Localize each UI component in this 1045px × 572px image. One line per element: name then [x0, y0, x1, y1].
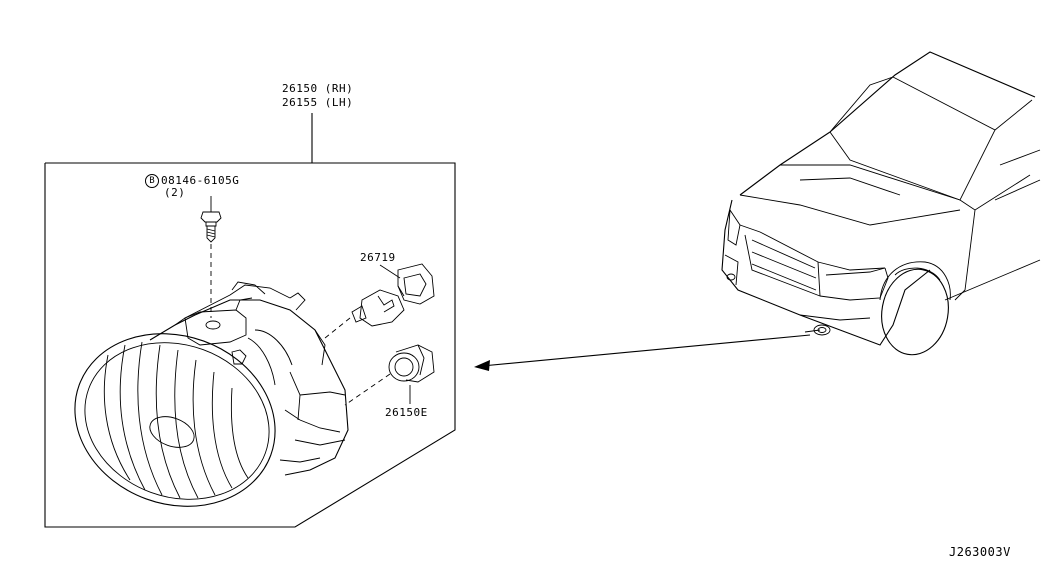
vehicle-illustration — [721, 51, 1041, 356]
callout-frame — [44, 113, 456, 528]
socket-part — [344, 344, 435, 406]
bolt-part — [200, 196, 222, 318]
assembly-rh-label: 26150 (RH) — [282, 82, 354, 95]
fog-lamp-assembly — [74, 281, 349, 507]
bulb-part — [324, 263, 435, 339]
bolt-symbol-badge: B — [145, 174, 159, 188]
bolt-code-label: 08146-6105G — [161, 174, 240, 187]
pointer-arrow — [474, 329, 821, 371]
bolt-qty-label: (2) — [164, 186, 186, 199]
bulb-label: 26719 — [360, 251, 396, 264]
assembly-lh-label: 26155 (LH) — [282, 96, 354, 109]
socket-label: 26150E — [385, 406, 428, 419]
diagram-id-label: J263003V — [949, 545, 1011, 559]
